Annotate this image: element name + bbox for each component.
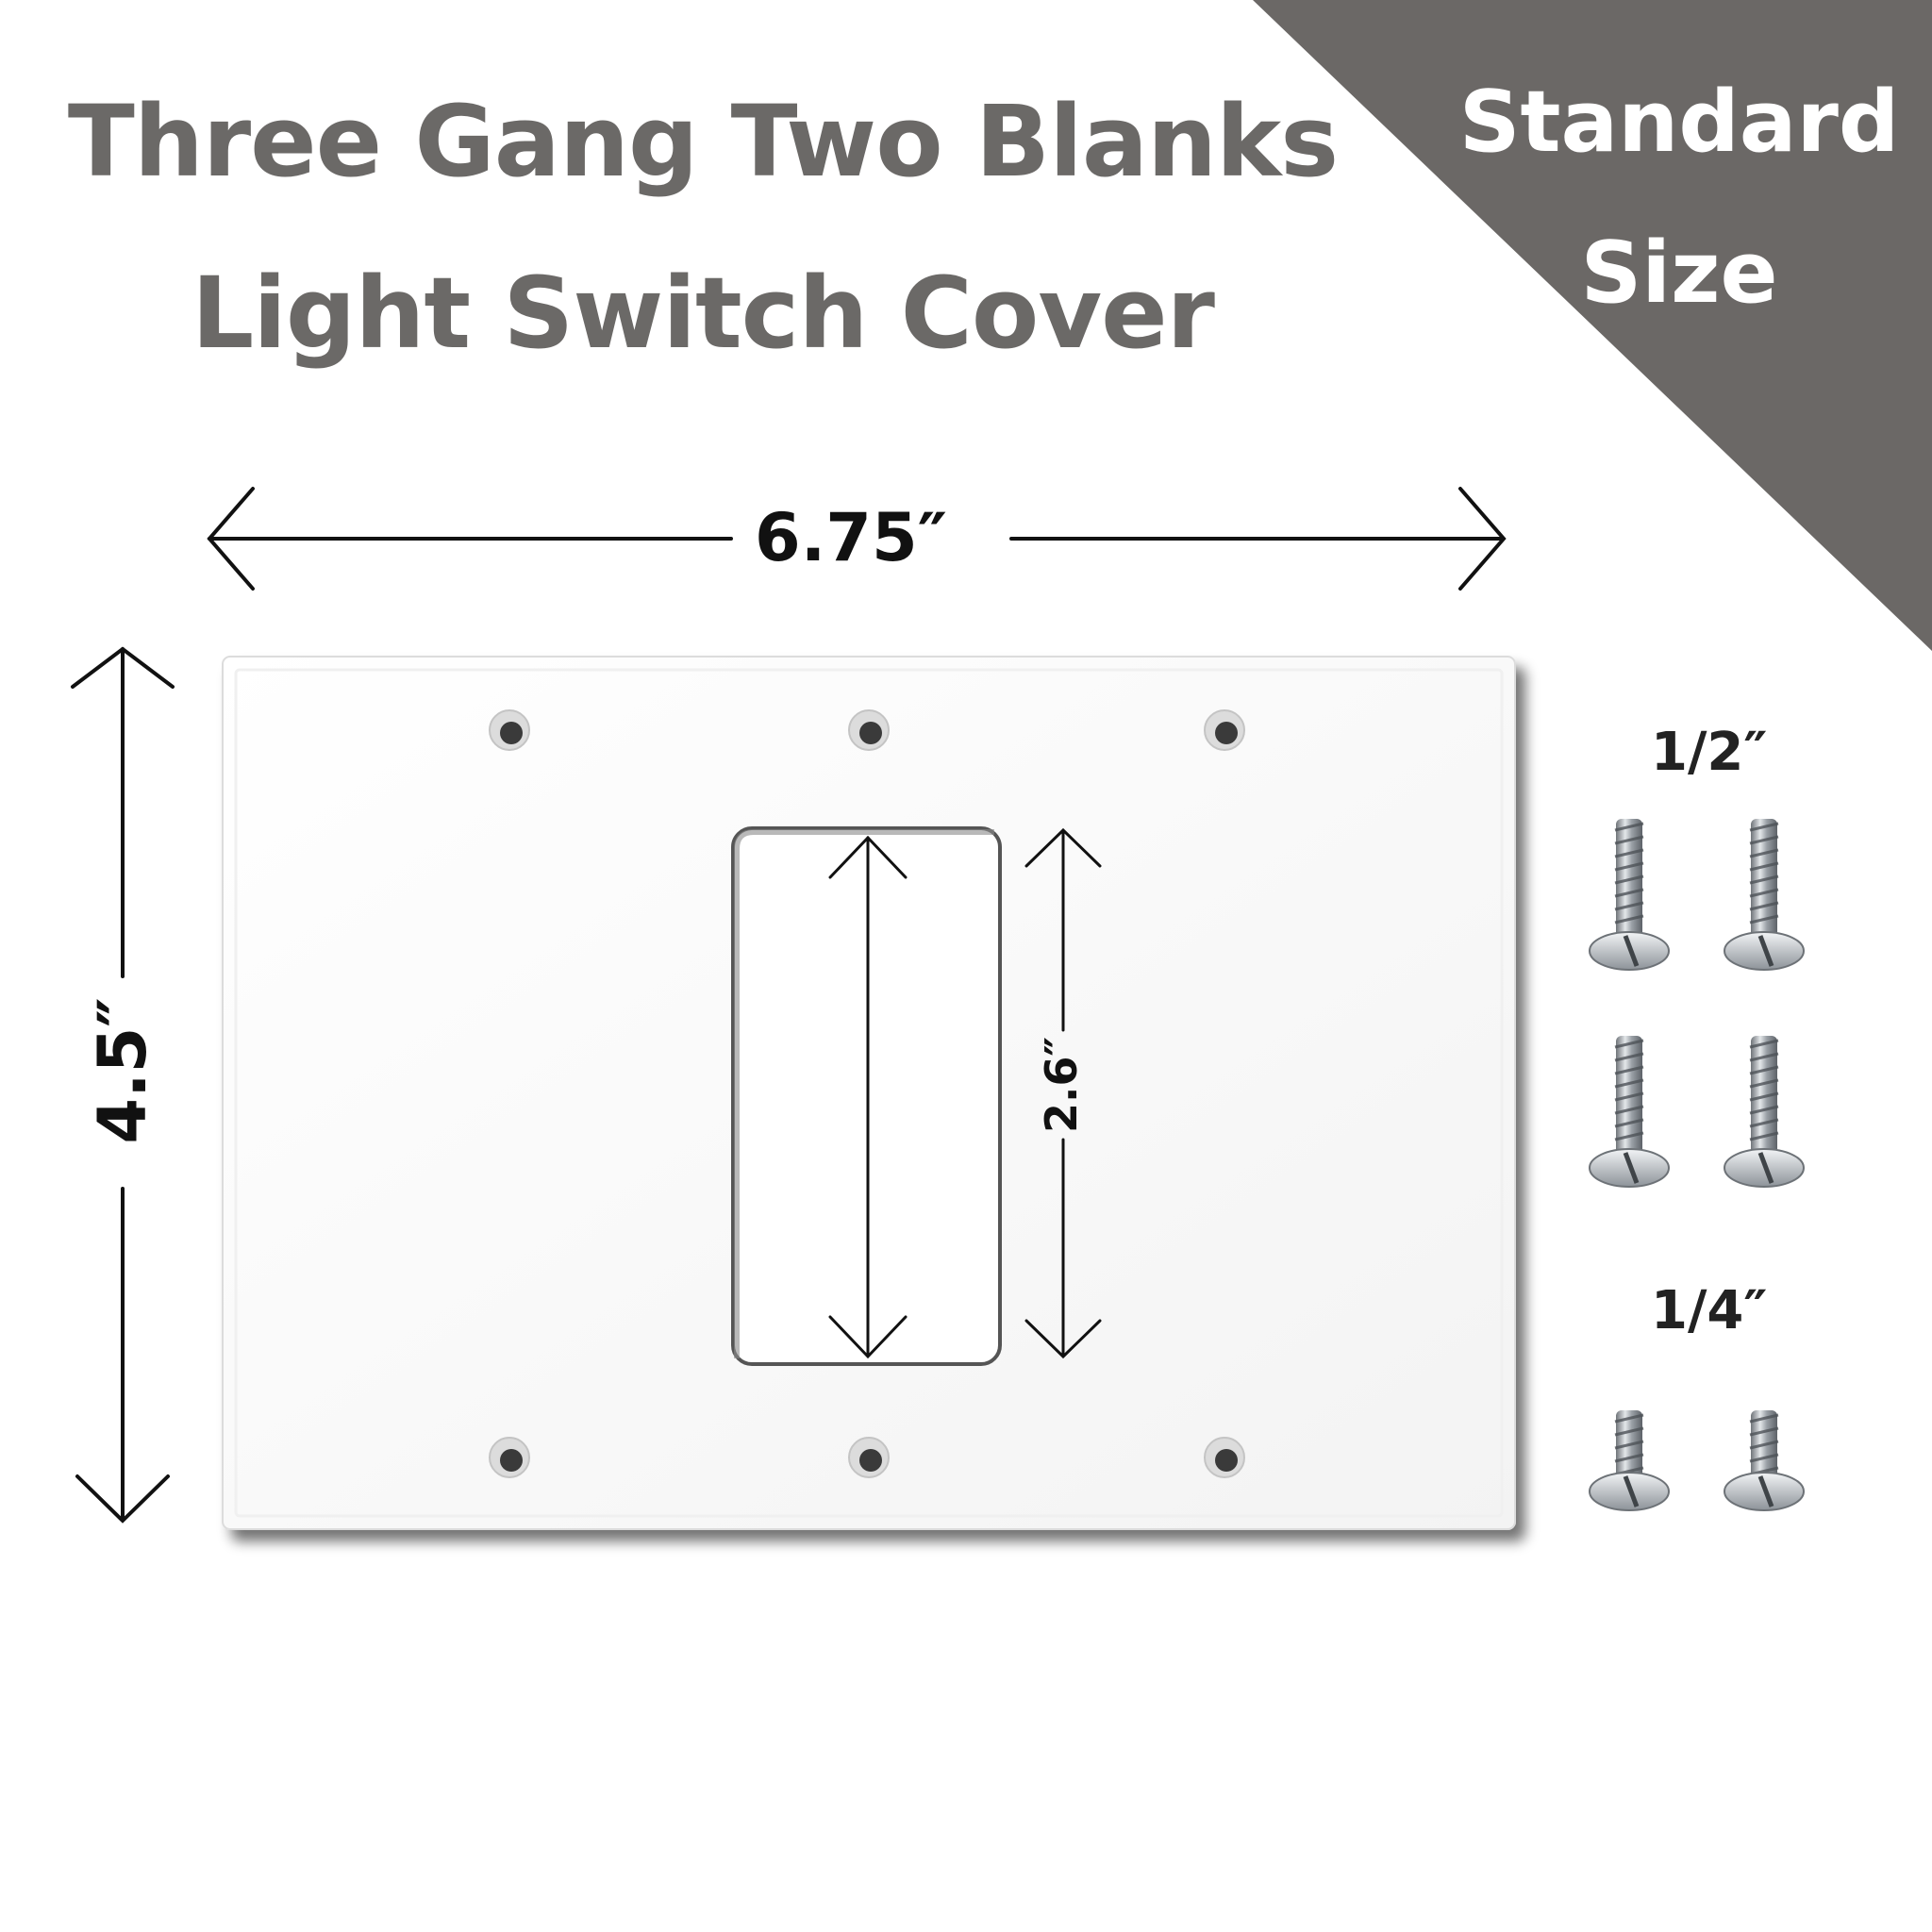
page-title-line-2: Light Switch Cover <box>192 256 1215 371</box>
badge-line-1: Standard <box>1458 73 1900 172</box>
long-screw <box>1589 819 1670 971</box>
screw-hole <box>1204 709 1245 751</box>
opening-dimension-arrow <box>1024 827 1102 1359</box>
badge-triangle <box>1253 0 1932 651</box>
screw-hole <box>489 709 530 751</box>
standard-size-badge <box>1253 0 1932 651</box>
long-screw <box>1724 1036 1805 1188</box>
long-screw-label: 1/2″ <box>1651 722 1768 783</box>
height-dimension-arrow <box>71 646 175 1524</box>
screw-hole <box>1204 1437 1245 1478</box>
short-screw <box>1724 1410 1805 1511</box>
height-label: 4.5″ <box>84 997 161 1144</box>
badge-line-2: Size <box>1580 224 1778 323</box>
opening-inner-arrow <box>828 835 908 1359</box>
width-label: 6.75″ <box>755 499 947 576</box>
opening-height-label: 2.6″ <box>1036 1036 1087 1134</box>
screws-group <box>1589 819 1805 1511</box>
short-screw-label: 1/4″ <box>1651 1280 1768 1341</box>
screw-holes <box>489 709 1245 1478</box>
screw-hole <box>848 1437 890 1478</box>
width-dimension-arrow <box>207 487 1507 591</box>
long-screw <box>1589 1036 1670 1188</box>
screw-hole <box>848 709 890 751</box>
long-screw <box>1724 819 1805 971</box>
short-screw <box>1589 1410 1670 1511</box>
screw-hole <box>489 1437 530 1478</box>
page-title-line-1: Three Gang Two Blanks <box>67 84 1339 199</box>
